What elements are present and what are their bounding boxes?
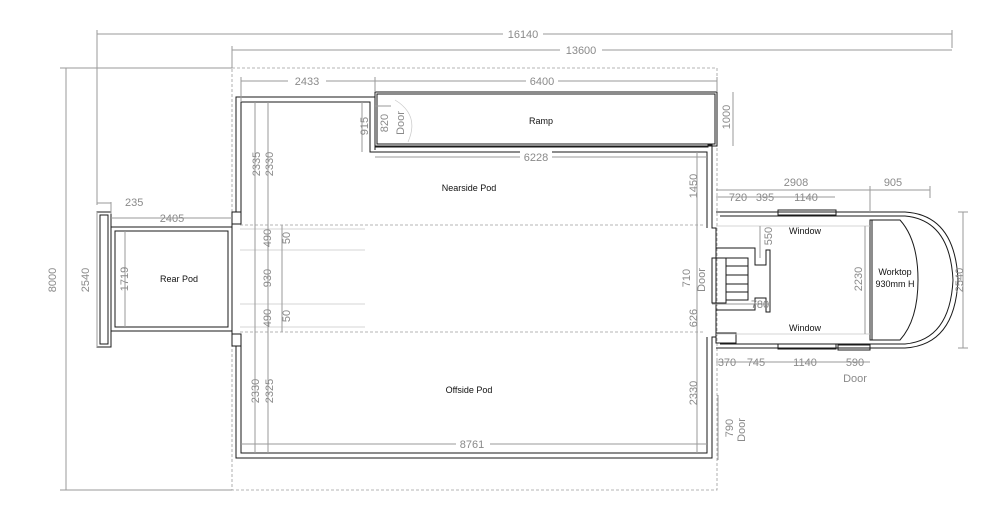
dim-bottom-window: 1140: [793, 357, 817, 369]
dim-rear-2405: 2405: [160, 213, 184, 225]
dim-cab-seg1: 720: [729, 192, 747, 204]
dim-cab-nose: 905: [884, 177, 902, 189]
steps: [725, 257, 749, 301]
label-rear-pod: Rear Pod: [160, 274, 198, 284]
dim-offside-w2: 2325: [264, 379, 276, 403]
dim-offside-w1: 2330: [250, 379, 262, 403]
dim-door-mid-w: 710: [681, 269, 693, 287]
dim-left-490-top: 490: [262, 229, 274, 247]
label-door-bottom-right: Door: [736, 418, 748, 442]
dim-step-780: 780: [751, 299, 769, 311]
dim-rear-235: 235: [125, 197, 143, 209]
dashed-outlines: [231, 67, 718, 491]
dim-nearside-w2: 2330: [264, 152, 276, 176]
dim-left-930: 930: [262, 269, 274, 287]
dim-body-length: 13600: [566, 45, 597, 57]
dim-nearside-right: 1450: [688, 174, 700, 198]
dim-offside-right: 2330: [688, 381, 700, 405]
label-window-top: Window: [789, 226, 822, 236]
inner-dimension-lines: [96, 75, 968, 460]
label-door-mid: Door: [696, 268, 708, 292]
cab: [711, 209, 959, 351]
label-worktop-line1: Worktop: [878, 267, 911, 277]
dim-bottom-590: 590: [846, 357, 864, 369]
dim-overall-width: 8000: [47, 268, 59, 292]
ramp: [374, 91, 718, 150]
dim-offside-length: 8761: [460, 439, 484, 451]
dim-rear-inner: 1719: [119, 267, 131, 291]
dim-cab-length: 2908: [784, 177, 808, 189]
dim-ramp-length: 6400: [530, 76, 554, 88]
dim-window-width: 1140: [794, 192, 818, 204]
overall-dimension-lines: [60, 27, 953, 491]
dim-cab-seg2: 395: [756, 192, 774, 204]
dim-overall-length: 16140: [508, 29, 539, 41]
dim-left-50-bottom: 50: [281, 310, 293, 322]
main-body-walls: [231, 96, 717, 459]
label-ramp: Ramp: [529, 116, 553, 126]
dim-bottom-370: 370: [718, 357, 736, 369]
label-door-ramp: Door: [395, 111, 407, 135]
dim-nearside-w1: 2335: [251, 152, 263, 176]
dim-cab-width: 2230: [853, 267, 865, 291]
label-nearside-pod: Nearside Pod: [442, 183, 497, 193]
label-window-bottom: Window: [789, 323, 822, 333]
label-door-cab: Door: [843, 373, 867, 385]
dim-ramp-width: 1000: [721, 105, 733, 129]
dim-left-50-top: 50: [281, 232, 293, 244]
dim-rear-width: 2540: [80, 268, 92, 292]
dim-door-ramp-w1: 915: [359, 117, 371, 135]
dim-cab-550: 550: [763, 227, 775, 245]
label-offside-pod: Offside Pod: [446, 385, 493, 395]
dim-mid-626: 626: [688, 309, 700, 327]
dim-door-bottom-w: 790: [724, 419, 736, 437]
dim-door-ramp-w2: 820: [379, 114, 391, 132]
dim-left-490-bottom: 490: [262, 309, 274, 327]
rear-pod: [96, 211, 233, 348]
dim-nearside-length: 6228: [524, 152, 548, 164]
dim-cab-overall-width: 2540: [954, 268, 966, 292]
dim-ramp-offset: 2433: [295, 76, 319, 88]
dim-bottom-745: 745: [747, 357, 765, 369]
label-worktop-line2: 930mm H: [875, 279, 914, 289]
